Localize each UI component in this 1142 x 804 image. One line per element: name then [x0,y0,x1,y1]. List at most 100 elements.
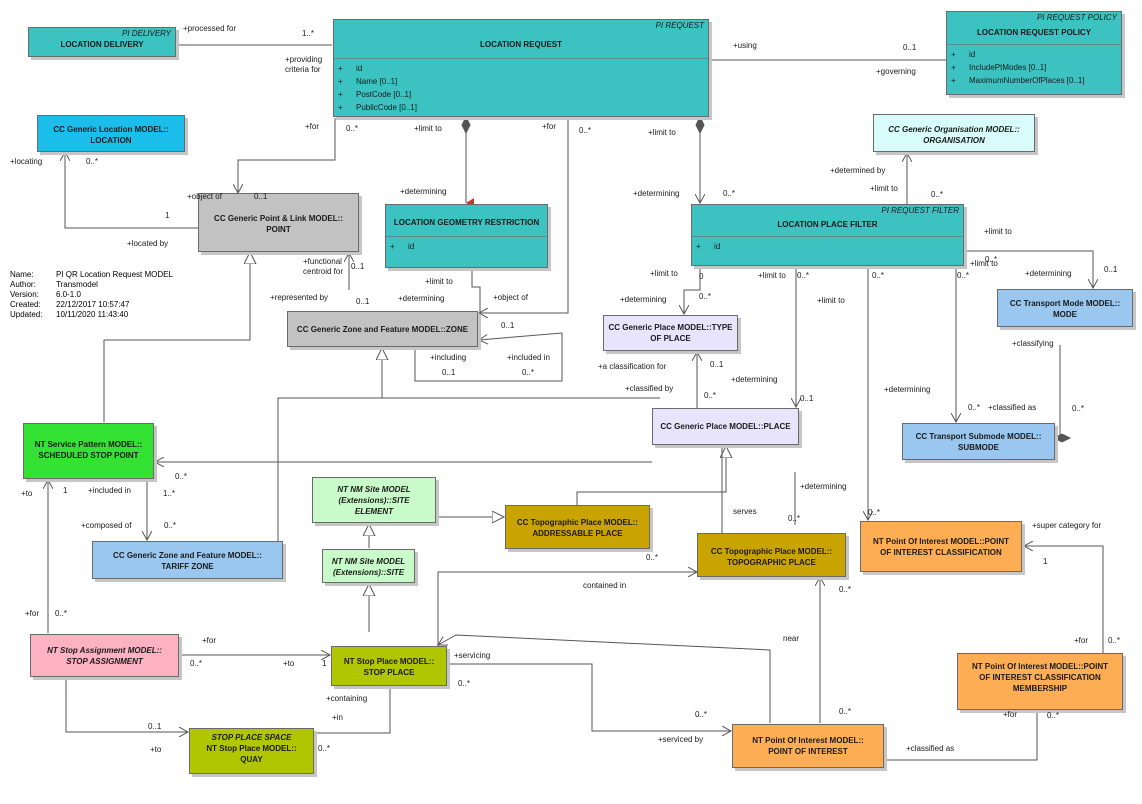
connector-label: 0..* [704,391,717,400]
connector-label: contained in [583,581,627,590]
connector-label: 0..1 [710,360,724,369]
class-title: LOCATION REQUEST [479,40,563,49]
connector-label: +classifying [1012,339,1054,348]
class-stop-assignment[interactable]: NT Stop Assignment MODEL:: STOP ASSIGNME… [30,634,179,677]
class-site[interactable]: NT NM Site MODEL (Extensions)::SITE [322,549,415,583]
edge-request-point [238,118,336,193]
class-type-of-place[interactable]: CC Generic Place MODEL::TYPE OF PLACE [603,315,738,351]
class-location-geometry-restriction[interactable]: LOCATION GEOMETRY RESTRICTION +id [385,204,548,268]
class-zone[interactable]: CC Generic Zone and Feature MODEL::ZONE [287,311,478,347]
class-tariff-zone[interactable]: CC Generic Zone and Feature MODEL:: TARI… [92,541,283,579]
connector-label: +providing criteria for [285,55,323,74]
connector-label: +determining [400,187,447,196]
class-location-delivery[interactable]: PI DELIVERY LOCATION DELIVERY [28,27,176,57]
class-title: CC Topographic Place MODEL:: TOPOGRAPHIC… [710,547,833,567]
connector-label: 0..1 [148,722,162,731]
connector-label: 0..1 [351,262,365,271]
class-title: LOCATION PLACE FILTER [777,220,878,229]
connector-label: 0..* [788,514,801,523]
connector-label: 0 [699,272,704,281]
edge-poi-topo [438,634,771,723]
class-transport-mode[interactable]: CC Transport Mode MODEL:: MODE [997,289,1133,327]
connector-label: 0..* [164,521,177,530]
attribute: +IncludePtModes [0..1] [951,63,1047,72]
connector-label: +containing [326,694,368,703]
connector-label: +located by [127,239,169,248]
connector-label: +limit to [648,128,676,137]
connector-label: 0..* [699,292,712,301]
class-poi-classification-membership[interactable]: NT Point Of Interest MODEL::POINT OF INT… [957,653,1123,710]
class-title: NT NM Site MODEL (Extensions)::SITE [331,557,406,577]
connector-label: 0..* [931,190,944,199]
connector-label: serves [733,507,757,516]
connector-label: +object of [493,293,528,302]
connector-label: +limit to [817,296,845,305]
class-scheduled-stop-point[interactable]: NT Service Pattern MODEL:: SCHEDULED STO… [23,423,154,479]
class-location-place-filter[interactable]: PI REQUEST FILTER LOCATION PLACE FILTER … [691,204,964,266]
meta-row: Version:6.0-1.0 [10,290,81,299]
class-place[interactable]: CC Generic Place MODEL::PLACE [652,408,799,445]
connector-label: 0..* [723,189,736,198]
connector-label: 0..1 [800,394,814,403]
connector-label: +for [1074,636,1089,645]
connector-label: 0..* [318,744,331,753]
class-topographic-place[interactable]: CC Topographic Place MODEL:: TOPOGRAPHIC… [697,533,846,577]
attribute: +id [390,242,415,251]
connector-label: 1 [1043,557,1048,566]
class-title: LOCATION DELIVERY [60,40,144,49]
connector-label: +for [542,122,557,131]
connector-label: 0..* [968,403,981,412]
edge-assignment-quay [65,677,188,732]
class-location-request[interactable]: PI REQUEST LOCATION REQUEST +id +Name [0… [333,19,709,117]
meta-row: Updated:10/11/2020 11:43:40 [10,310,129,319]
class-point-of-interest[interactable]: NT Point Of Interest MODEL:: POINT OF IN… [732,724,884,768]
connector-label: +determining [620,295,667,304]
connector-label: 0..* [1047,711,1060,720]
connector-label: +limit to [425,277,453,286]
class-transport-submode[interactable]: CC Transport Submode MODEL:: SUBMODE [902,423,1055,460]
connector-label: 0..1 [1104,265,1118,274]
class-addressable-place[interactable]: CC Topographic Place MODEL:: ADDRESSABLE… [505,505,650,549]
attribute-list: +id +Name [0..1] +PostCode [0..1] +Publi… [334,58,708,114]
edge-zone-self [414,332,563,382]
class-title: CC Transport Mode MODEL:: MODE [1009,299,1121,319]
connector-label: +determining [1025,269,1072,278]
connector-label: +classified as [988,403,1037,412]
edge-filter-typeofplace [684,266,701,314]
connector-label: +limit to [870,184,898,193]
connector-label: 0..1 [501,321,515,330]
connector-label: 0..1 [442,368,456,377]
class-title: LOCATION REQUEST POLICY [976,28,1092,37]
connector-label: +to [283,659,295,668]
edge-stopplace-topo [437,572,697,647]
connector-label: 0..* [579,126,592,135]
connector-label: 1..* [163,489,176,498]
connector-label: +determining [633,189,680,198]
class-point[interactable]: CC Generic Point & Link MODEL:: POINT [198,193,359,252]
edge-submode-mode [1055,345,1060,438]
connector-label: 0..* [957,271,970,280]
class-title: NT Point Of Interest MODEL::POINT OF INT… [972,662,1108,693]
class-location-request-policy[interactable]: PI REQUEST POLICY LOCATION REQUEST POLIC… [946,11,1122,95]
connector-label: 0..* [522,368,535,377]
class-title: CC Generic Zone and Feature MODEL:: TARI… [113,551,262,571]
class-title: NT Stop Place MODEL:: QUAY [206,744,297,764]
class-site-element[interactable]: NT NM Site MODEL (Extensions)::SITE ELEM… [312,477,436,523]
edge-scheduled-point [103,252,250,422]
connector-label: 0..* [458,679,471,688]
class-quay[interactable]: STOP PLACE SPACE NT Stop Place MODEL:: Q… [189,728,314,774]
class-stop-place[interactable]: NT Stop Place MODEL:: STOP PLACE [331,646,447,686]
class-poi-classification[interactable]: NT Point Of Interest MODEL::POINT OF INT… [860,521,1022,572]
connector-label: +determining [398,294,445,303]
edge-stopplace-poi [448,663,731,731]
class-location[interactable]: CC Generic Location MODEL:: LOCATION [37,115,185,152]
attribute: +id [338,64,363,73]
class-organisation[interactable]: CC Generic Organisation MODEL:: ORGANISA… [873,114,1035,152]
connector-label: +classified as [906,744,955,753]
class-title: NT Point Of Interest MODEL:: POINT OF IN… [752,736,864,756]
connector-label: 0..1 [254,192,268,201]
connector-label: +a classification for [598,362,667,371]
class-title: CC Topographic Place MODEL:: ADDRESSABLE… [516,518,639,538]
attribute-list: +id [692,236,963,253]
class-title: NT NM Site MODEL (Extensions)::SITE ELEM… [337,485,411,516]
